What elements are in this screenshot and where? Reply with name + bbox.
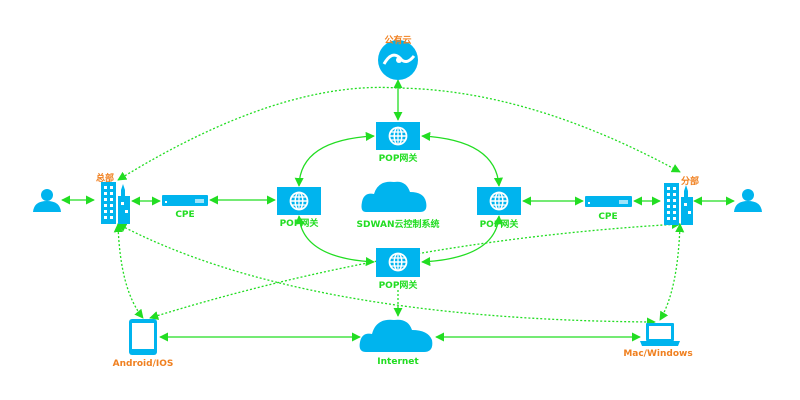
globe-icon xyxy=(289,191,309,211)
pop-right-node[interactable]: POP网关 xyxy=(477,187,521,230)
branch-laptop-dotted-link xyxy=(659,223,685,321)
laptop-node[interactable]: Mac/Windows xyxy=(623,323,693,359)
laptop-label: Mac/Windows xyxy=(623,349,692,359)
building-icon xyxy=(101,182,130,224)
globe-icon xyxy=(489,191,509,211)
laptop-icon xyxy=(640,323,680,346)
internet-node[interactable]: Internet xyxy=(359,319,433,367)
public-cloud-label: 公有云 xyxy=(384,34,411,46)
public-cloud-node[interactable]: 公有云 xyxy=(378,34,418,80)
pop-bottom-node[interactable]: POP网关 xyxy=(376,248,420,291)
cpe-right-label: CPE xyxy=(598,212,617,222)
solid-links xyxy=(61,79,735,342)
pop-top-left-link xyxy=(294,131,375,187)
pop-left-node[interactable]: POP网关 xyxy=(277,187,321,229)
building-icon xyxy=(664,183,693,225)
pop-top-label: POP网关 xyxy=(379,152,418,164)
user-left-node[interactable] xyxy=(33,189,61,212)
cpe-left-label: CPE xyxy=(175,210,194,220)
controller-label: SDWAN云控制系统 xyxy=(357,218,440,230)
user-icon xyxy=(734,189,762,212)
cloud-icon xyxy=(359,319,433,352)
router-icon xyxy=(162,195,208,206)
cloud-icon xyxy=(361,181,427,212)
pop-right-label: POP网关 xyxy=(480,218,519,230)
pop-right-bottom-link xyxy=(421,215,503,267)
pop-left-label: POP网关 xyxy=(280,217,319,229)
hq-mobile-dotted-link xyxy=(113,223,144,319)
hq-label: 总部 xyxy=(96,172,114,184)
sdwan-controller-node[interactable]: SDWAN云控制系统 xyxy=(357,181,440,230)
branch-label: 分部 xyxy=(681,175,699,187)
user-icon xyxy=(33,189,61,212)
branch-node[interactable]: 分部 xyxy=(664,175,699,225)
cpe-left-node[interactable]: CPE xyxy=(162,195,208,220)
cpe-right-node[interactable]: CPE xyxy=(585,196,632,222)
mobile-node[interactable]: Android/IOS xyxy=(113,319,174,369)
internet-label: Internet xyxy=(377,357,419,367)
pop-top-node[interactable]: POP网关 xyxy=(376,122,420,164)
pop-bottom-label: POP网关 xyxy=(379,279,418,291)
router-icon xyxy=(585,196,632,207)
pop-top-right-link xyxy=(421,131,504,187)
mobile-label: Android/IOS xyxy=(113,359,174,369)
pop-left-bottom-link xyxy=(295,215,375,267)
globe-icon xyxy=(388,252,408,272)
globe-icon xyxy=(388,126,408,146)
hq-node[interactable]: 总部 xyxy=(96,172,130,224)
user-right-node[interactable] xyxy=(734,189,762,212)
